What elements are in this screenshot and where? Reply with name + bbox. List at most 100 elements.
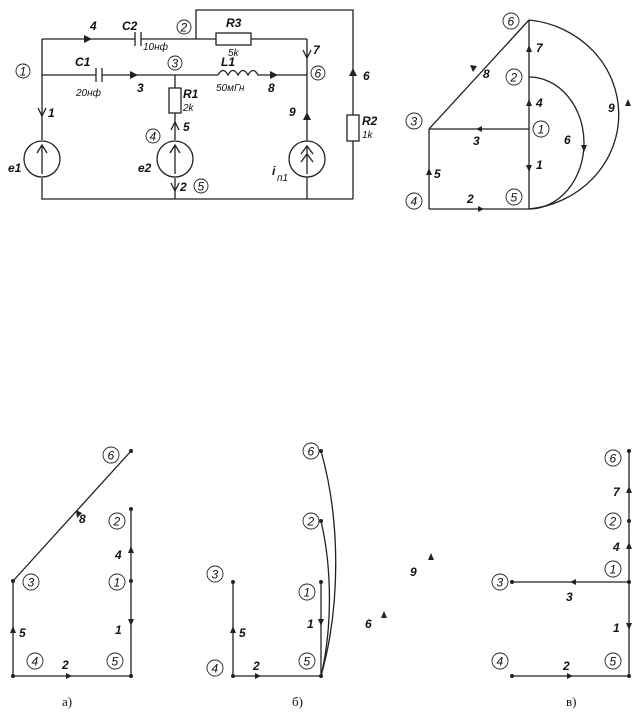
node-2-marker: 2 <box>176 19 192 35</box>
graph-arrow-1 <box>526 165 532 172</box>
tree-c-label-1: 1 <box>613 621 620 635</box>
tree-b-arrow-2 <box>255 673 261 679</box>
tree-c-node-5: 5 <box>604 652 622 670</box>
tree-a-node-5: 5 <box>106 652 124 670</box>
tree-b-label-1: 1 <box>307 617 314 631</box>
graph-arrow-5 <box>426 168 432 175</box>
tree-a-node-6: 6 <box>102 446 120 464</box>
branch-8-arrow <box>270 71 278 79</box>
branch-7-arrow <box>302 49 312 60</box>
graph-node-1: 1 <box>532 120 550 138</box>
resistor-r3 <box>215 32 252 46</box>
svg-text:2: 2 <box>307 515 315 529</box>
tree-b-node-5: 5 <box>298 652 316 670</box>
node-1-marker: 1 <box>15 63 31 79</box>
tree-b-label-2: 2 <box>252 659 260 673</box>
tree-a-label-8: 8 <box>79 512 86 526</box>
tree-b-node-3: 3 <box>206 565 224 583</box>
node-3-marker: 3 <box>167 55 183 71</box>
branch-6-arrow <box>349 68 357 76</box>
svg-text:5: 5 <box>304 655 311 669</box>
graph-branch-6 <box>528 76 585 210</box>
tree-c-label-3: 3 <box>566 590 573 604</box>
l1-name: L1 <box>221 55 235 69</box>
e2-label: e2 <box>138 161 152 175</box>
tree-b-arrow-6 <box>381 611 387 618</box>
graph-node-6: 6 <box>502 12 520 30</box>
branch-8-label: 8 <box>268 81 275 95</box>
branch-2-label: 2 <box>179 180 187 194</box>
graph-label-7: 7 <box>536 41 544 55</box>
svg-text:3: 3 <box>212 568 219 582</box>
svg-text:2: 2 <box>510 71 518 85</box>
branch-4-arrow <box>84 35 92 43</box>
tree-b: 5 2 1 6 9 6 2 3 1 4 5 б) <box>206 442 434 709</box>
tree-b-caption: б) <box>292 694 303 709</box>
tree-c-arrow-7 <box>626 486 632 493</box>
branch-3-label: 3 <box>137 81 144 95</box>
tree-a-arrow-5 <box>10 626 16 633</box>
svg-text:6: 6 <box>108 449 115 463</box>
voltage-source-e2 <box>156 140 194 178</box>
graph-label-9: 9 <box>608 101 615 115</box>
branch-1-label: 1 <box>48 106 55 120</box>
node-6-marker: 6 <box>310 65 326 81</box>
tree-c-arrow-1 <box>626 623 632 630</box>
tree-a-node-1: 1 <box>108 573 126 591</box>
svg-text:3: 3 <box>28 576 35 590</box>
graph-node-2: 2 <box>505 68 523 86</box>
r3-value: 5k <box>228 48 240 59</box>
tree-b-label-5: 5 <box>239 626 246 640</box>
circuit-schematic: C2 10нф R3 5k 4 R2 1k 6 7 C1 20нф 3 L1 5… <box>8 9 378 200</box>
tree-a-node-3: 3 <box>22 573 40 591</box>
tree-c: 7 4 3 1 2 6 2 1 3 4 5 в) <box>491 449 632 709</box>
graph-node-4: 4 <box>405 192 423 210</box>
tree-c-label-4: 4 <box>612 540 620 554</box>
branch-4-label: 4 <box>89 19 97 33</box>
tree-c-node-6: 6 <box>604 449 622 467</box>
circuit-graph: 7 4 1 3 5 2 8 6 9 6 2 1 3 4 5 <box>405 12 631 212</box>
tree-b-node-4: 4 <box>206 659 224 677</box>
svg-text:2: 2 <box>180 21 188 35</box>
svg-text:4: 4 <box>497 655 504 669</box>
j1-subscript: п1 <box>277 173 288 184</box>
tree-a: 8 4 1 5 2 6 2 1 3 4 5 а) <box>10 446 134 709</box>
svg-text:4: 4 <box>212 662 219 676</box>
graph-label-6: 6 <box>564 133 571 147</box>
branch-5-label: 5 <box>183 120 190 134</box>
tree-c-node-2: 2 <box>604 512 622 530</box>
branch-9-label: 9 <box>289 105 296 119</box>
wire-e1 <box>41 39 353 200</box>
tree-c-arrow-4 <box>626 542 632 549</box>
tree-b-node-2: 2 <box>302 512 320 530</box>
graph-label-3: 3 <box>473 134 480 148</box>
tree-b-arrow-5 <box>230 626 236 633</box>
graph-label-2: 2 <box>466 192 474 206</box>
tree-b-node-6: 6 <box>302 442 320 460</box>
current-source-j1 <box>288 140 326 178</box>
graph-branch-8 <box>428 19 530 130</box>
voltage-source-e1 <box>23 140 61 178</box>
tree-a-branch-8 <box>12 450 132 582</box>
r1-value: 2k <box>182 103 195 114</box>
tree-c-label-2: 2 <box>562 659 570 673</box>
svg-text:6: 6 <box>315 67 322 81</box>
r1-name: R1 <box>183 87 199 101</box>
svg-text:4: 4 <box>411 195 418 209</box>
capacitor-c2 <box>134 32 142 46</box>
svg-text:5: 5 <box>610 655 617 669</box>
svg-text:3: 3 <box>172 57 179 71</box>
tree-c-arrow-3 <box>570 579 576 585</box>
tree-a-label-1: 1 <box>115 623 122 637</box>
tree-c-caption: в) <box>566 694 576 709</box>
tree-a-arrow-1 <box>128 619 134 626</box>
tree-a-node-2: 2 <box>108 512 126 530</box>
tree-c-node-4: 4 <box>491 652 509 670</box>
e1-label: e1 <box>8 161 22 175</box>
resistor-r2 <box>346 114 360 142</box>
svg-text:1: 1 <box>610 563 617 577</box>
tree-b-branch-9 <box>320 450 337 677</box>
tree-b-node-1: 1 <box>298 583 316 601</box>
tree-a-arrow-4 <box>128 546 134 553</box>
j1-label: i <box>272 164 276 178</box>
